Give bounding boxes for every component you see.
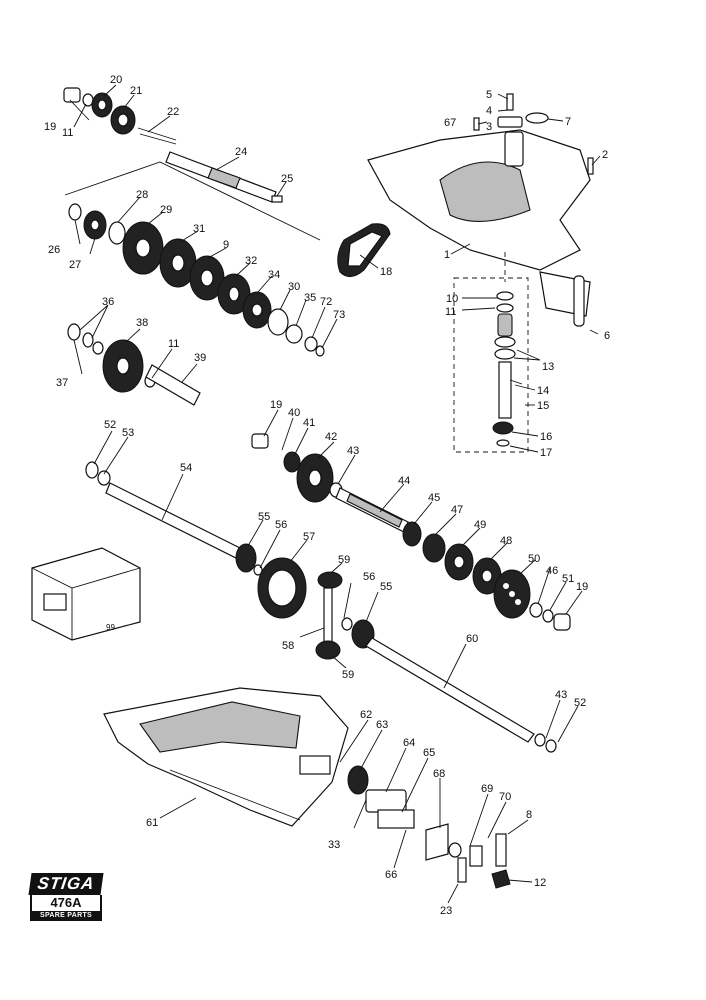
logo-subtitle: SPARE PARTS — [30, 911, 102, 921]
label-61: 61 — [146, 817, 158, 829]
label-44: 44 — [398, 475, 410, 487]
label-43: 43 — [347, 445, 359, 457]
label-30: 30 — [288, 281, 300, 293]
label-9: 9 — [223, 239, 229, 251]
label-8: 8 — [526, 809, 532, 821]
label-12: 12 — [534, 877, 546, 889]
label-55: 55 — [380, 581, 392, 593]
label-48: 48 — [500, 535, 512, 547]
label-41: 41 — [303, 417, 315, 429]
label-52: 52 — [574, 697, 586, 709]
label-6: 6 — [604, 330, 610, 342]
label-34: 34 — [268, 269, 280, 281]
label-29: 29 — [160, 204, 172, 216]
label-39: 39 — [194, 352, 206, 364]
label-28: 28 — [136, 189, 148, 201]
label-72: 72 — [320, 296, 332, 308]
label-57: 57 — [303, 531, 315, 543]
label-16: 16 — [540, 431, 552, 443]
label-66: 66 — [385, 869, 397, 881]
upper-housing — [367, 93, 594, 327]
label-24: 24 — [235, 146, 247, 158]
label-52: 52 — [104, 419, 116, 431]
label-56: 56 — [363, 571, 375, 583]
label-22: 22 — [167, 106, 179, 118]
label-68: 68 — [433, 768, 445, 780]
label-59: 59 — [338, 554, 350, 566]
label-27: 27 — [69, 259, 81, 271]
label-42: 42 — [325, 431, 337, 443]
label-23: 23 — [440, 905, 452, 917]
label-54: 54 — [180, 462, 192, 474]
stiga-logo: STIGA 476A SPARE PARTS — [28, 873, 104, 921]
label-15: 15 — [537, 400, 549, 412]
label-21: 21 — [130, 85, 142, 97]
label-7: 7 — [565, 116, 571, 128]
label-19: 19 — [44, 121, 56, 133]
label-14: 14 — [537, 385, 549, 397]
label-37: 37 — [56, 377, 68, 389]
label-56: 56 — [275, 519, 287, 531]
label-11: 11 — [62, 127, 73, 139]
label-5: 5 — [486, 89, 492, 101]
label-25: 25 — [281, 173, 293, 185]
leader-lines — [69, 84, 601, 904]
label-67: 67 — [444, 117, 456, 129]
label-50: 50 — [528, 553, 540, 565]
label-4: 4 — [486, 105, 492, 117]
logo-brand: STIGA — [28, 873, 104, 895]
drive-chain — [337, 223, 391, 277]
label-43: 43 — [555, 689, 567, 701]
logo-model: 476A — [30, 895, 102, 911]
label-46: 46 — [546, 565, 558, 577]
label-63: 63 — [376, 719, 388, 731]
label-55: 55 — [258, 511, 270, 523]
middle-shaft-group — [85, 433, 571, 753]
label-59: 59 — [342, 669, 354, 681]
label-69: 69 — [481, 783, 493, 795]
label-2: 2 — [602, 149, 608, 161]
label-64: 64 — [403, 737, 415, 749]
label-45: 45 — [428, 492, 440, 504]
label-33: 33 — [328, 839, 340, 851]
label-51: 51 — [562, 573, 574, 585]
parts-box — [31, 547, 141, 641]
label-70: 70 — [499, 791, 511, 803]
label-40: 40 — [288, 407, 300, 419]
label-32: 32 — [245, 255, 257, 267]
label-11: 11 — [168, 338, 179, 350]
label-62: 62 — [360, 709, 372, 721]
label-19: 19 — [270, 399, 282, 411]
label-99: 99 — [106, 623, 115, 632]
label-60: 60 — [466, 633, 478, 645]
label-3: 3 — [486, 121, 492, 133]
label-35: 35 — [304, 292, 316, 304]
label-47: 47 — [451, 504, 463, 516]
label-49: 49 — [474, 519, 486, 531]
lower-housing — [103, 687, 511, 889]
part-labels: 1 2 3 4 5 6 7 8 9 10 11 11 11 12 13 14 1… — [44, 74, 610, 917]
label-58: 58 — [282, 640, 294, 652]
label-73: 73 — [333, 309, 345, 321]
label-38: 38 — [136, 317, 148, 329]
input-shaft-stack — [453, 252, 529, 453]
gear-shaft-group — [63, 87, 325, 406]
label-53: 53 — [122, 427, 134, 439]
label-11: 11 — [445, 306, 456, 318]
label-20: 20 — [110, 74, 122, 86]
label-31: 31 — [193, 223, 205, 235]
label-18: 18 — [380, 266, 392, 278]
label-17: 17 — [540, 447, 552, 459]
label-65: 65 — [423, 747, 435, 759]
label-1: 1 — [444, 249, 450, 261]
label-19: 19 — [576, 581, 588, 593]
label-13: 13 — [542, 361, 554, 373]
label-36: 36 — [102, 296, 114, 308]
label-10: 10 — [446, 293, 458, 305]
label-26: 26 — [48, 244, 60, 256]
